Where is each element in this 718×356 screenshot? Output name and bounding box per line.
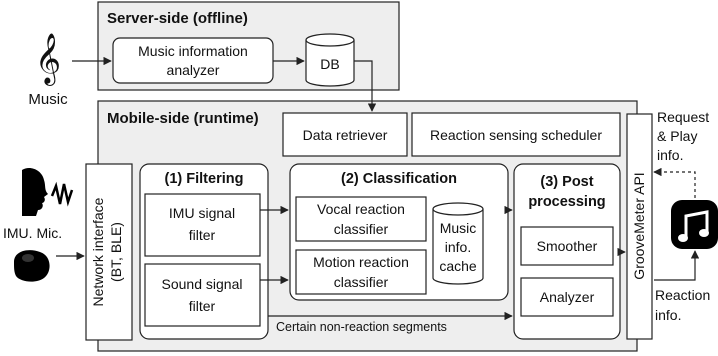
network-interface-sub-label: (BT, BLE) bbox=[108, 222, 124, 282]
imu-mic-label: IMU. Mic. bbox=[3, 225, 62, 241]
cache-label-line3: cache bbox=[439, 258, 477, 274]
music-info-cache-cylinder: Music info. cache bbox=[432, 202, 484, 285]
request-label-line3: info. bbox=[657, 147, 683, 163]
vocal-classifier-label-line2: classifier bbox=[334, 221, 389, 237]
sound-filter-label-line1: Sound signal bbox=[162, 276, 243, 292]
data-retriever-label: Data retriever bbox=[303, 127, 388, 143]
reaction-sensing-scheduler-box bbox=[411, 112, 621, 157]
motion-reaction-classifier-box bbox=[295, 249, 427, 295]
motion-classifier-label-line1: Motion reaction bbox=[313, 254, 409, 270]
singing-head-icon bbox=[22, 168, 74, 216]
server-side-panel: Server-side (offline) Music information … bbox=[97, 1, 400, 91]
reaction-info-label-line1: Reaction bbox=[655, 287, 710, 303]
analyzer-box bbox=[520, 277, 614, 317]
earbud-icon bbox=[9, 244, 58, 284]
groovemeter-api-box bbox=[626, 113, 653, 340]
imu-signal-filter-box bbox=[144, 193, 261, 257]
imu-filter-label-line1: IMU signal bbox=[169, 205, 235, 221]
network-interface-label: Network interface bbox=[90, 197, 106, 306]
post-processing-title-line2: processing bbox=[528, 194, 605, 210]
treble-clef-icon: 𝄞 bbox=[35, 34, 61, 86]
analyzer-label: Analyzer bbox=[540, 289, 595, 305]
db-to-retriever-arrow bbox=[354, 60, 377, 112]
request-label-line1: Request bbox=[657, 109, 709, 125]
scheduler-label: Reaction sensing scheduler bbox=[430, 127, 602, 143]
cache-label-line2: info. bbox=[445, 239, 471, 255]
post-processing-title-line1: (3) Post bbox=[540, 174, 593, 190]
api-to-app-arrow bbox=[654, 250, 700, 281]
music-label: Music bbox=[28, 91, 68, 108]
cache-label-line1: Music bbox=[440, 220, 477, 236]
imu-filter-label-line2: filter bbox=[189, 227, 216, 243]
db-cylinder: DB bbox=[305, 33, 355, 87]
smoother-label: Smoother bbox=[537, 238, 598, 254]
request-label-line2: & Play bbox=[657, 128, 697, 144]
smoother-box bbox=[520, 226, 614, 266]
music-note-app-icon bbox=[671, 200, 718, 249]
vocal-classifier-label-line1: Vocal reaction bbox=[317, 201, 405, 217]
app-side: Request & Play info. Reaction info. bbox=[653, 109, 718, 323]
music-source: 𝄞 Music bbox=[28, 34, 112, 108]
analyzer-label-line2: analyzer bbox=[167, 62, 220, 78]
sound-signal-filter-box bbox=[144, 263, 261, 327]
input-devices: IMU. Mic. bbox=[3, 168, 85, 284]
network-interface-box bbox=[85, 163, 133, 341]
motion-classifier-label-line2: classifier bbox=[334, 274, 389, 290]
vocal-reaction-classifier-box bbox=[295, 196, 427, 242]
sound-filter-label-line2: filter bbox=[189, 298, 216, 314]
filtering-title: (1) Filtering bbox=[165, 171, 244, 187]
non-reaction-label: Certain non-reaction segments bbox=[276, 320, 447, 334]
groovemeter-api-label: GrooveMeter API bbox=[631, 172, 647, 279]
server-side-title: Server-side (offline) bbox=[107, 10, 248, 27]
reaction-info-label-line2: info. bbox=[655, 307, 681, 323]
app-request-arrow bbox=[653, 167, 696, 198]
mobile-side-panel: Mobile-side (runtime) Data retriever Rea… bbox=[85, 60, 653, 352]
mobile-side-title: Mobile-side (runtime) bbox=[107, 110, 259, 127]
classification-title: (2) Classification bbox=[341, 171, 457, 187]
data-retriever-box bbox=[282, 112, 408, 157]
analyzer-label-line1: Music information bbox=[138, 43, 248, 59]
db-label: DB bbox=[320, 56, 339, 72]
